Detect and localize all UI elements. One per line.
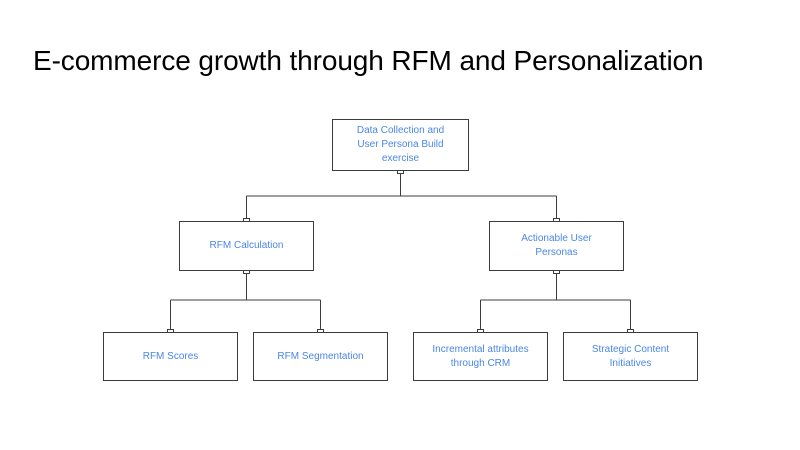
node-rfm-calculation[interactable]: RFM Calculation: [179, 221, 314, 271]
node-label: Strategic Content Initiatives: [591, 343, 670, 369]
node-data-collection-and-user-persona-build-exercise[interactable]: Data Collection and User Persona Build e…: [332, 119, 469, 171]
node-label: Data Collection and User Persona Build e…: [356, 125, 445, 164]
node-rfm-scores[interactable]: RFM Scores: [103, 332, 238, 381]
node-incremental-attributes-through-crm[interactable]: Incremental attributes through CRM: [413, 332, 548, 381]
node-actionable-user-personas[interactable]: Actionable User Personas: [489, 221, 624, 271]
page-title: E-commerce growth through RFM and Person…: [33, 45, 704, 76]
connector-rfm-to-children: [169, 271, 322, 332]
node-label: RFM Segmentation: [277, 350, 364, 362]
node-rfm-segmentation[interactable]: RFM Segmentation: [253, 332, 388, 381]
connector-root-to-level2: [245, 171, 558, 221]
node-label: Incremental attributes through CRM: [432, 343, 529, 369]
node-label: RFM Scores: [142, 350, 199, 362]
node-label: Actionable User Personas: [521, 233, 592, 258]
node-label: RFM Calculation: [209, 240, 284, 251]
node-strategic-content-initiatives[interactable]: Strategic Content Initiatives: [563, 332, 698, 381]
connector-aup-to-children: [479, 271, 632, 332]
